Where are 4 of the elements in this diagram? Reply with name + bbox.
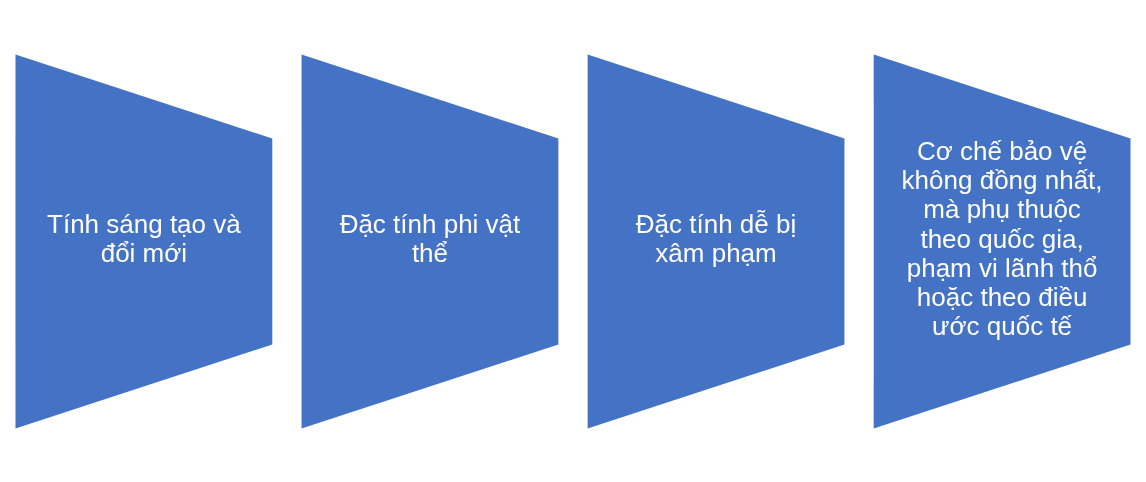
node-box: Tính sáng tạo và đổi mới xyxy=(15,53,273,429)
node-box: Đặc tính phi vật thể xyxy=(301,53,559,429)
node-box: Cơ chế bảo vệ không đồng nhất, mà phụ thuộc theo quốc gia, phạm vi lãnh thổ hoặc theo điều ước quốc tế xyxy=(873,53,1131,429)
node-box: Đặc tính dễ bị xâm phạm xyxy=(587,53,845,429)
